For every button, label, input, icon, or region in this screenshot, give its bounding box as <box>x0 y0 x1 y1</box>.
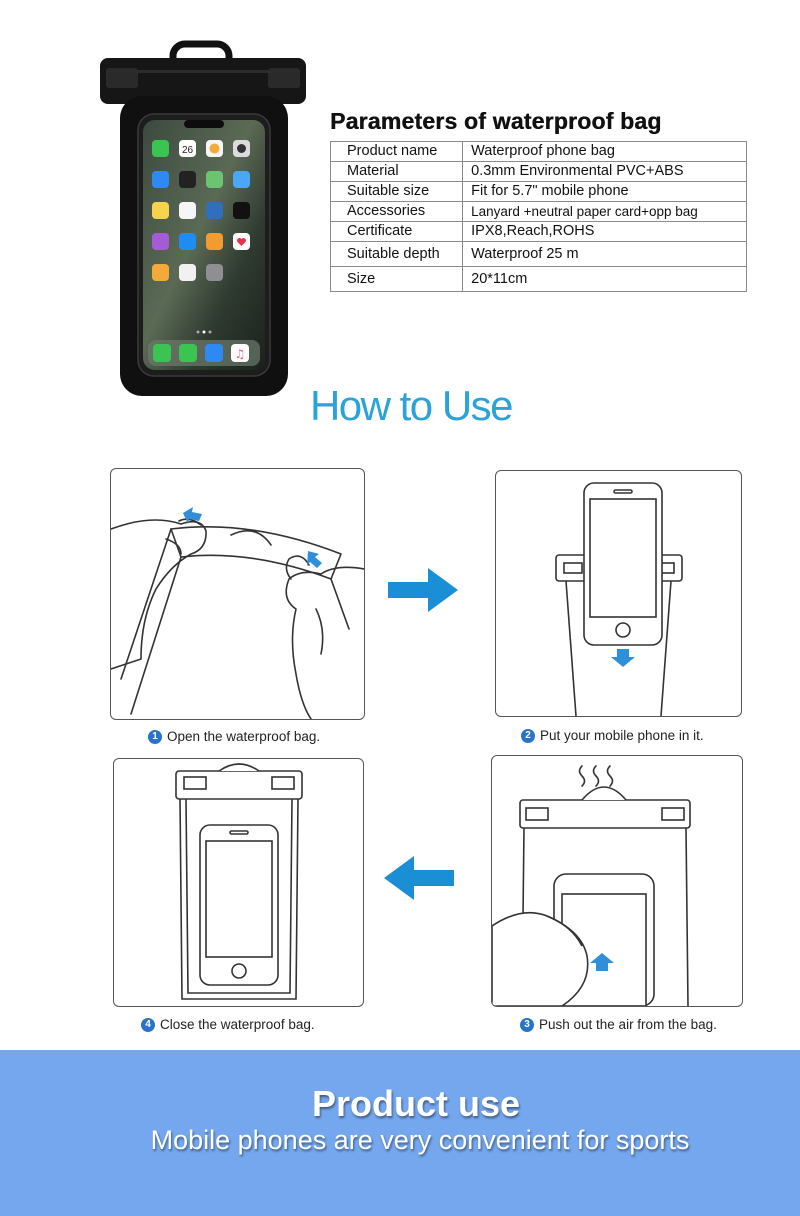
step-1-illustration <box>110 468 365 720</box>
param-value: 0.3mm Environmental PVC+ABS <box>462 161 747 182</box>
svg-text:♫: ♫ <box>235 347 246 361</box>
phone-insert-icon <box>555 482 683 716</box>
step-number-badge: 4 <box>141 1017 155 1032</box>
push-air-out-icon <box>492 765 691 1006</box>
step-number-badge: 1 <box>148 729 162 744</box>
step-number-badge: 3 <box>520 1017 534 1032</box>
step-2-caption: 2 Put your mobile phone in it. <box>521 728 704 743</box>
parameters-title: Parameters of waterproof bag <box>330 108 662 134</box>
step-3-illustration <box>491 755 743 1007</box>
hands-opening-bag-icon <box>111 507 364 719</box>
parameters-table: Product name Waterproof phone bag Materi… <box>329 141 747 292</box>
product-use-subtitle: Mobile phones are very convenient for sp… <box>150 1125 690 1155</box>
param-label: Suitable size <box>329 181 464 202</box>
arrow-left-icon <box>384 856 454 900</box>
param-value: Lanyard +neutral paper card+opp bag <box>462 201 747 222</box>
step-text: Put your mobile phone in it. <box>540 728 704 743</box>
calendar-date-text: 26 <box>182 145 194 156</box>
product-use-title: Product use <box>311 1083 521 1124</box>
table-row: Suitable size Fit for 5.7" mobile phone <box>329 181 747 202</box>
step-text: Push out the air from the bag. <box>539 1017 717 1032</box>
closed-bag-icon <box>175 763 303 1000</box>
step-4-illustration <box>113 758 364 1007</box>
table-row: Accessories Lanyard +neutral paper card+… <box>329 201 747 222</box>
param-label: Product name <box>329 141 464 162</box>
step-3-caption: 3 Push out the air from the bag. <box>520 1017 717 1032</box>
param-value: 20*11cm <box>462 266 747 292</box>
step-4-caption: 4 Close the waterproof bag. <box>141 1017 315 1032</box>
table-row: Product name Waterproof phone bag <box>329 141 747 162</box>
param-label: Certificate <box>329 221 464 242</box>
how-to-use-title: How to Use <box>309 382 514 429</box>
arrow-right-icon <box>388 568 458 612</box>
param-value: Waterproof phone bag <box>462 141 747 162</box>
step-text: Open the waterproof bag. <box>167 729 321 744</box>
product-phone-image: 26 ♫ <box>100 40 306 396</box>
step-1-caption: 1 Open the waterproof bag. <box>148 729 320 744</box>
param-value: Waterproof 25 m <box>462 241 747 267</box>
table-row: Material 0.3mm Environmental PVC+ABS <box>329 161 747 182</box>
table-row: Certificate IPX8,Reach,ROHS <box>329 221 747 242</box>
param-value: IPX8,Reach,ROHS <box>462 221 747 242</box>
product-use-banner <box>0 1050 800 1216</box>
table-row: Size 20*11cm <box>329 266 747 292</box>
step-2-illustration <box>495 470 742 717</box>
param-label: Suitable depth <box>329 241 464 267</box>
step-number-badge: 2 <box>521 728 535 743</box>
param-value: Fit for 5.7" mobile phone <box>462 181 747 202</box>
param-label: Accessories <box>329 201 464 222</box>
step-text: Close the waterproof bag. <box>160 1017 315 1032</box>
param-label: Material <box>329 161 464 182</box>
param-label: Size <box>329 266 464 292</box>
table-row: Suitable depth Waterproof 25 m <box>329 241 747 267</box>
